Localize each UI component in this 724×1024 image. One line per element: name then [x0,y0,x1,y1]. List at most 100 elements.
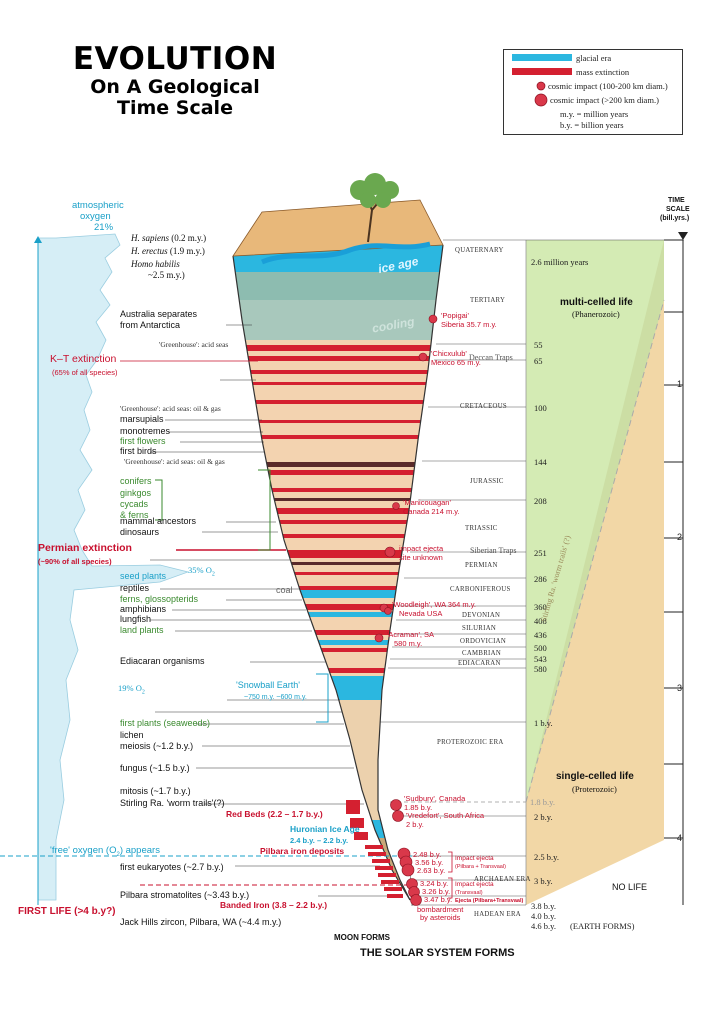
legend-my: m.y. = million years [560,109,629,119]
age-3by: 3 b.y. [534,876,553,886]
deccan-traps: Deccan Traps [469,353,513,362]
age-1-8by: 1.8 b.y. [530,797,555,807]
seed-plants: seed plants [120,571,167,581]
age-251: 251 [534,548,547,558]
sapiens-date: (0.2 m.y.) [169,233,207,243]
leader-lines [150,324,413,907]
huronian-ice-age: Huronian Ice Age [290,824,360,834]
age-2-5by: 2.5 b.y. [534,852,559,862]
ejecta-t-2: (Transvaal) [455,890,483,896]
free-oxygen-text-1: 'free' oxygen (O [50,845,117,856]
glacial-swatch [512,54,572,61]
timescale-3: 3 [677,683,683,693]
age-100: 100 [534,403,547,413]
ejecta-unknown-1: impact ejecta [399,544,444,553]
age-2-6my: 2.6 million years [531,257,589,267]
popigai-2: Siberia 35.7 m.y. [441,320,497,329]
proterozoic: (Proterozoic) [572,784,617,794]
era-ordovician: ORDOVICIAN [460,638,507,645]
australia-1: Australia separates [120,309,198,319]
impact-347: 3.47 b.y. [424,895,453,904]
ferns: & ferns [120,510,149,520]
single-celled-life: single-celled life [556,771,634,782]
o2-35-sub: 2 [211,571,215,578]
legend-by: b.y. = billion years [560,120,624,130]
oxygen-curve [37,233,190,901]
bombardment-2: by asteroids [420,913,461,922]
extinction-swatch [512,68,572,75]
cone-right-edge [377,244,444,901]
surface-river [261,241,431,265]
erectus-name: H. erectus [131,246,168,256]
legend-glacial: glacial era [576,53,612,63]
reptiles: reptiles [120,583,150,593]
chicxulub-1: 'Chicxulub' [431,349,467,358]
popigai-1: 'Popigai' [441,311,469,320]
vredefort-1: 'Vredefort', South Africa [406,811,485,820]
timescale-1: 1 [677,379,683,389]
no-life: NO LIFE [612,882,648,892]
free-oxygen-label: 'free' oxygen (O2) appears [50,845,160,861]
tree-icon [350,173,399,208]
legend-impact-large: cosmic impact (>200 km diam.) [550,95,659,105]
age-55: 55 [534,340,543,350]
era-ediacaran: EDIACARAN [458,660,501,667]
earth-surface [232,199,444,257]
first-flowers: first flowers [120,436,166,446]
manicouagan-1: 'Manicouagan' [403,498,451,507]
ejecta-pt-2: (Pilbara + Transvaal) [455,864,506,870]
era-permian: PERMIAN [465,562,498,569]
ejecta-unknown-2: site unknown [399,553,443,562]
age-408: 408 [534,616,547,626]
era-triassic: TRIASSIC [465,525,498,532]
age-grid [380,239,684,906]
age-1by: 1 b.y. [534,718,553,728]
age-500: 500 [534,643,547,653]
greenhouse-3: 'Greenhouse': acid seas: oil & gas [124,457,225,466]
snowball-earth: 'Snowball Earth' [236,680,300,690]
o2-35-text: 35% O [188,565,212,575]
singlecell-zone [526,300,664,905]
age-4-0by: 4.0 b.y. [531,911,556,921]
title-line-2: On A Geological [90,76,260,98]
first-birds: first birds [120,446,157,456]
timescale-h3: (bill.yrs.) [660,215,690,222]
event-erectus: H. erectus (1.9 m.y.) [131,246,205,257]
habilis-date: ~2.5 m.y.) [148,270,185,280]
title-line-3: Time Scale [117,97,233,119]
legend [503,49,683,135]
conifer-bracket [258,469,271,551]
legend-impact-small: cosmic impact (100-200 km diam.) [548,81,668,91]
impact-324: 3.24 b.y. [420,879,449,888]
solar-system-forms: THE SOLAR SYSTEM FORMS [360,947,515,959]
acraman-1: 'Acraman', SA [387,630,435,639]
greenhouse-1: 'Greenhouse': acid seas [159,340,229,349]
ejecta-bracket-1 [448,851,453,873]
age-65: 65 [534,356,543,366]
oxygen-title-1: atmospheric [72,200,124,211]
age-2by: 2 b.y. [534,812,553,822]
monotremes: monotremes [120,426,171,436]
age-580: 580 [534,664,547,674]
ejecta-bracket-2 [448,877,453,899]
oxygen-axis-arrow [34,236,42,243]
era-cambrian: CAMBRIAN [462,650,502,657]
sudbury-2: 1.85 b.y. [404,803,433,812]
earth-forms: (EARTH FORMS) [570,921,635,931]
vredefort-2: 2 b.y. [406,820,424,829]
age-3-8by: 3.8 b.y. [531,901,556,911]
snowball-dates: ~750 m.y. ~600 m.y. [244,694,307,701]
o2-19-text: 19% O [118,683,142,693]
time-ticks [664,239,683,839]
dinosaurs: dinosaurs [120,527,160,537]
timescale-2: 2 [677,532,683,542]
age-4-6by: 4.6 b.y. [531,921,556,931]
free-oxygen-text-2: ) appears [119,845,160,856]
permian-extinction: Permian extinction [38,542,132,554]
timescale-h2: SCALE [666,206,690,213]
era-proterozoic: PROTEROZOIC ERA [437,739,504,746]
ediacaran-organisms: Ediacaran organisms [120,656,205,666]
legend-extinction: mass extinction [576,67,630,77]
